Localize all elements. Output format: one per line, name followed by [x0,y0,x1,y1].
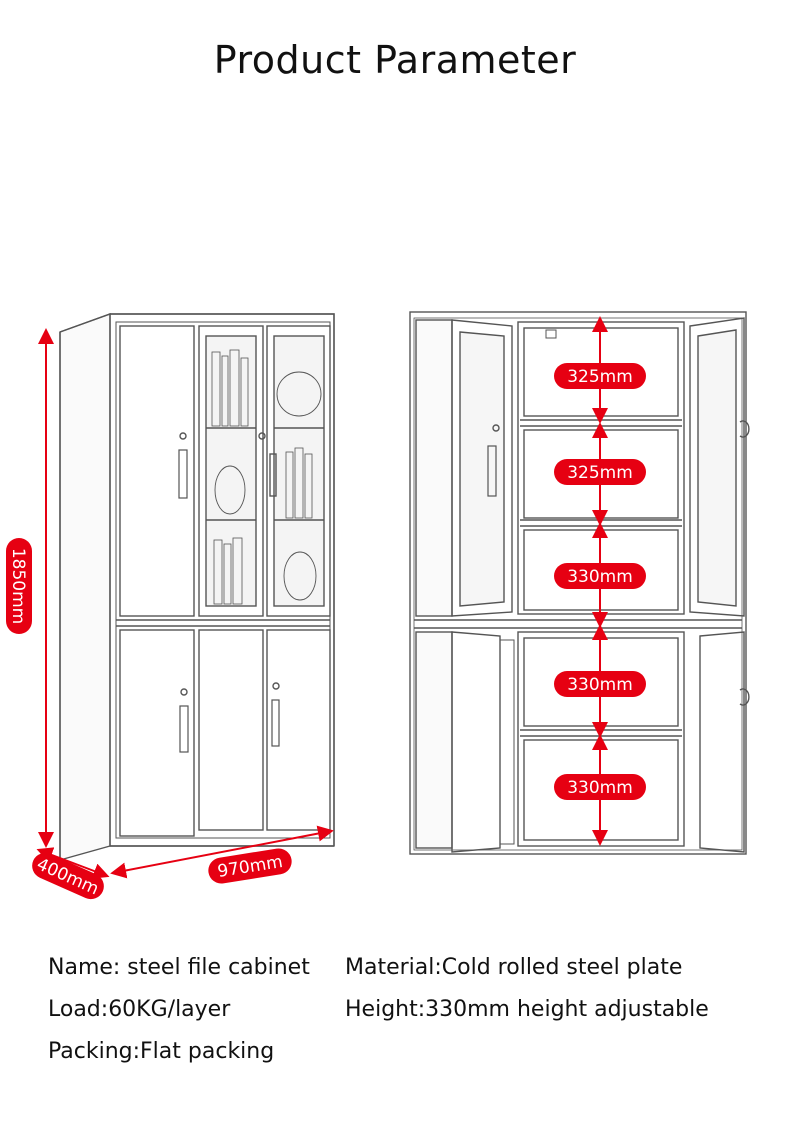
svg-text:325mm: 325mm [567,367,633,387]
spec-packing: Packing:Flat packing [48,1039,275,1064]
shelf-height-label: 325mm [554,363,646,389]
spec-height: Height:330mm height adjustable [345,997,709,1022]
shelf-height-label: 330mm [554,774,646,800]
spec-load: Load:60KG/layer [48,997,231,1022]
height-dimension-label: 1850mm [6,538,32,634]
closed-cabinet-drawing [59,313,335,861]
shelf-height-label: 330mm [554,563,646,589]
svg-text:330mm: 330mm [567,675,633,695]
shelf-height-label: 330mm [554,671,646,697]
spec-material: Material:Cold rolled steel plate [345,955,683,980]
spec-name: Name: steel file cabinet [48,955,310,980]
svg-text:325mm: 325mm [567,463,633,483]
page-title: Product Parameter [213,38,577,82]
svg-text:1850mm: 1850mm [8,548,28,624]
shelf-height-label: 325mm [554,459,646,485]
svg-text:330mm: 330mm [567,778,633,798]
svg-text:330mm: 330mm [567,567,633,587]
